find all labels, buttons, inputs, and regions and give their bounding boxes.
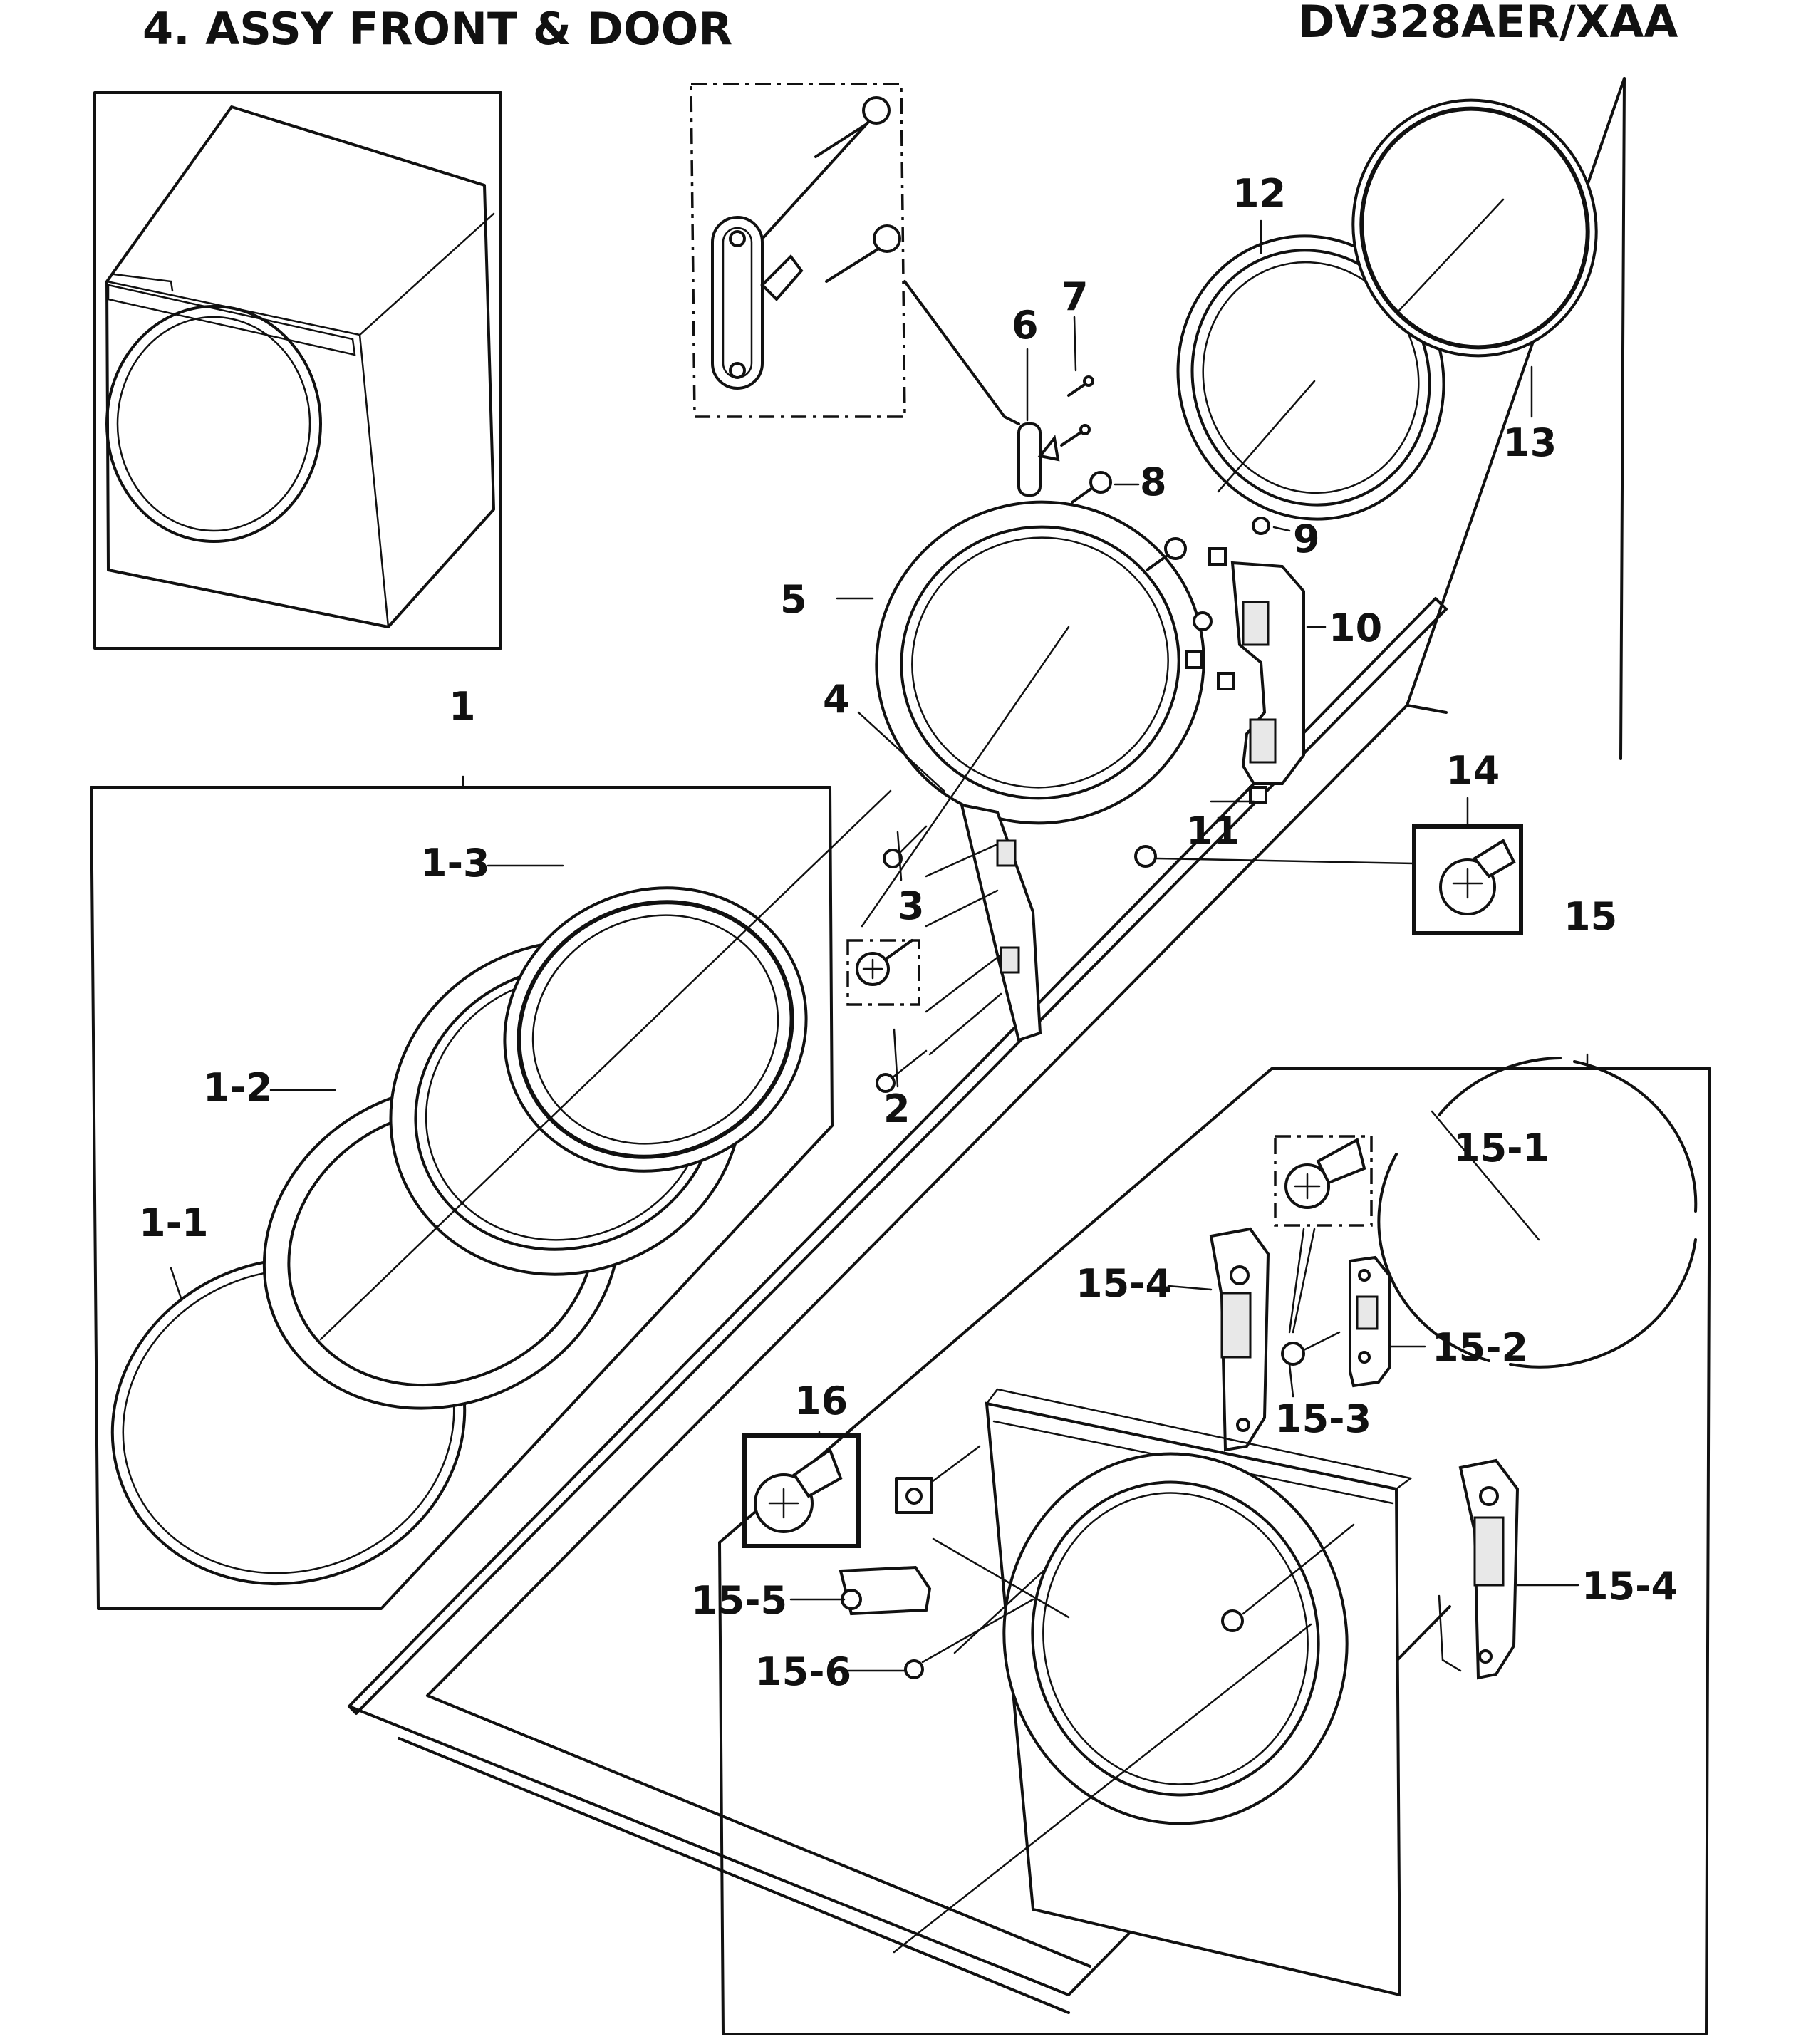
callout-2: 2 bbox=[883, 1086, 910, 1131]
door-sensor bbox=[839, 1565, 932, 1616]
callout-15-4-upper: 15-4 bbox=[1076, 1261, 1172, 1306]
section-title: 4. ASSY FRONT & DOOR bbox=[142, 3, 732, 55]
callout-15-4-lower: 15-4 bbox=[1582, 1564, 1678, 1609]
screw-icon bbox=[1281, 1331, 1341, 1366]
screw-icon bbox=[904, 1598, 1034, 1679]
front-panel bbox=[893, 1388, 1413, 1997]
hinge-bracket bbox=[925, 803, 1042, 1056]
callout-15-6: 15-6 bbox=[755, 1649, 851, 1694]
callout-15: 15 bbox=[1564, 894, 1617, 939]
screw-icon bbox=[1071, 471, 1187, 571]
door-glass bbox=[503, 886, 808, 1173]
callout-11: 11 bbox=[1186, 809, 1240, 854]
callout-3: 3 bbox=[898, 883, 925, 928]
callout-15-1: 15-1 bbox=[1453, 1126, 1550, 1171]
wire-ring bbox=[1377, 1057, 1698, 1369]
callout-10: 10 bbox=[1329, 606, 1382, 650]
screw-icon bbox=[876, 825, 928, 1093]
callout-9: 9 bbox=[1293, 517, 1320, 561]
screw-head-icon bbox=[742, 1433, 981, 1548]
door-assembly-box bbox=[90, 775, 892, 1610]
callout-8: 8 bbox=[1140, 460, 1167, 504]
callout-6: 6 bbox=[1012, 303, 1039, 348]
hinge-plate-lower bbox=[1438, 1458, 1520, 1680]
callout-4: 4 bbox=[823, 677, 850, 722]
hinge-icon bbox=[1185, 547, 1305, 804]
callout-1-1: 1-1 bbox=[139, 1200, 209, 1245]
model-number: DV328AER/XAA bbox=[1298, 0, 1678, 48]
screw-head-icon bbox=[1412, 824, 1523, 935]
callout-1-3: 1-3 bbox=[420, 841, 490, 886]
callout-15-3: 15-3 bbox=[1275, 1396, 1371, 1441]
callout-14: 14 bbox=[1446, 748, 1500, 793]
screw-detail-inset bbox=[846, 939, 920, 1006]
door-gasket bbox=[1176, 234, 1445, 521]
screw-icon bbox=[1134, 517, 1416, 868]
dryer-overview-inset bbox=[93, 91, 502, 650]
hinge-detail-inset bbox=[690, 83, 1020, 425]
screw-icon bbox=[1060, 375, 1094, 447]
door-frame bbox=[861, 500, 1205, 928]
callout-12: 12 bbox=[1232, 171, 1286, 216]
switch-bracket bbox=[1349, 1255, 1391, 1388]
callout-15-2: 15-2 bbox=[1432, 1325, 1528, 1370]
callout-15-5: 15-5 bbox=[691, 1578, 787, 1623]
door-ring bbox=[1351, 98, 1598, 358]
callout-7: 7 bbox=[1061, 274, 1089, 319]
callout-1: 1 bbox=[449, 684, 476, 729]
leader-lines bbox=[170, 219, 1579, 1672]
callout-labels: 1 1-3 1-2 1-1 2 3 4 5 6 7 8 9 10 11 12 1… bbox=[139, 171, 1678, 1694]
hinge-plate-upper bbox=[1209, 1227, 1270, 1452]
callout-13: 13 bbox=[1503, 420, 1557, 465]
callout-1-2: 1-2 bbox=[203, 1065, 273, 1110]
screw-detail-inset bbox=[1274, 1135, 1373, 1334]
hinge-arm bbox=[1017, 422, 1060, 497]
callout-5: 5 bbox=[780, 577, 807, 622]
callout-16: 16 bbox=[794, 1379, 848, 1423]
